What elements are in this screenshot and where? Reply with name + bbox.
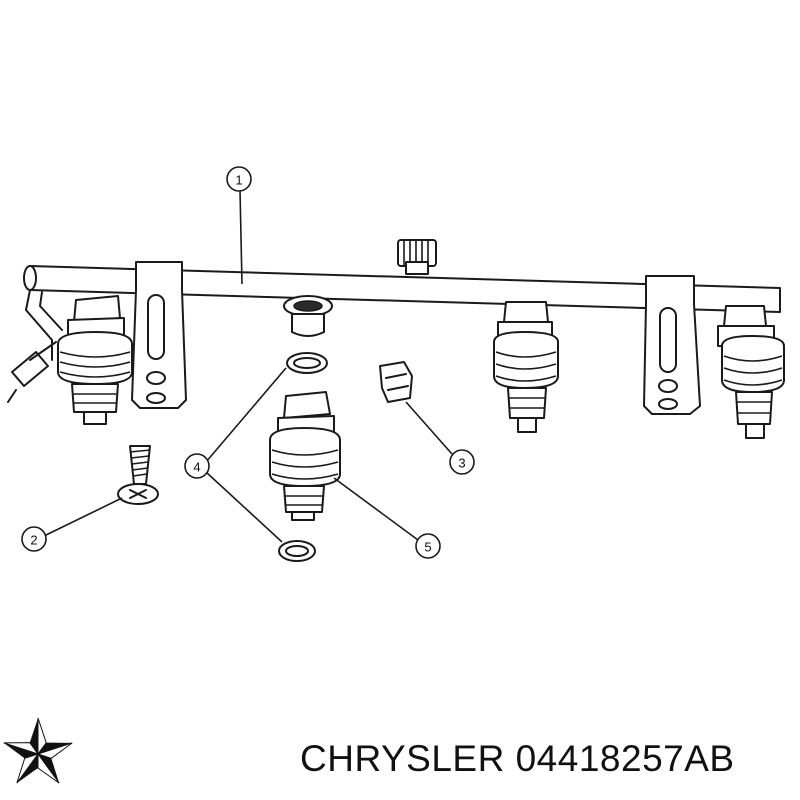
- pentastar-facet-light: [37, 717, 47, 756]
- mounting-screw: [117, 445, 159, 505]
- part-number: 04418257AB: [515, 738, 735, 779]
- callout-1-label: 1: [235, 173, 242, 188]
- o-ring-upper: [286, 352, 328, 374]
- injector-installed-1: [57, 295, 133, 425]
- callout-1: 1: [226, 166, 252, 192]
- callout-2-label: 2: [30, 533, 37, 548]
- rail-injector-cup: [283, 295, 333, 337]
- brand-name: CHRYSLER: [300, 738, 505, 779]
- leader-lines: [43, 189, 453, 543]
- pentastar-icon: [3, 717, 73, 784]
- pentastar-facet-light: [16, 753, 40, 784]
- callout-4: 4: [184, 453, 210, 479]
- fuel-rail: [23, 265, 781, 361]
- o-ring-lower: [278, 540, 316, 562]
- rail-fitting: [397, 239, 437, 275]
- callout-5-label: 5: [424, 540, 431, 555]
- callout-4-label: 4: [193, 460, 200, 475]
- pentastar-facet-light: [3, 742, 40, 755]
- retaining-clip: [379, 361, 413, 403]
- callout-2: 2: [21, 526, 47, 552]
- injector-installed-3: [717, 305, 785, 439]
- injector-installed-2: [493, 301, 559, 433]
- pentastar-facet-dark: [38, 754, 60, 784]
- callout-3-label: 3: [458, 456, 465, 471]
- pentastar-facet-dark: [3, 742, 38, 759]
- injector-loose: [269, 391, 341, 521]
- mounting-bracket-left: [131, 261, 187, 409]
- callout-5: 5: [415, 533, 441, 559]
- mounting-bracket-right: [643, 275, 701, 415]
- wire-connector: [7, 341, 57, 403]
- callout-3: 3: [449, 449, 475, 475]
- brand-caption: CHRYSLER 04418257AB: [300, 738, 735, 780]
